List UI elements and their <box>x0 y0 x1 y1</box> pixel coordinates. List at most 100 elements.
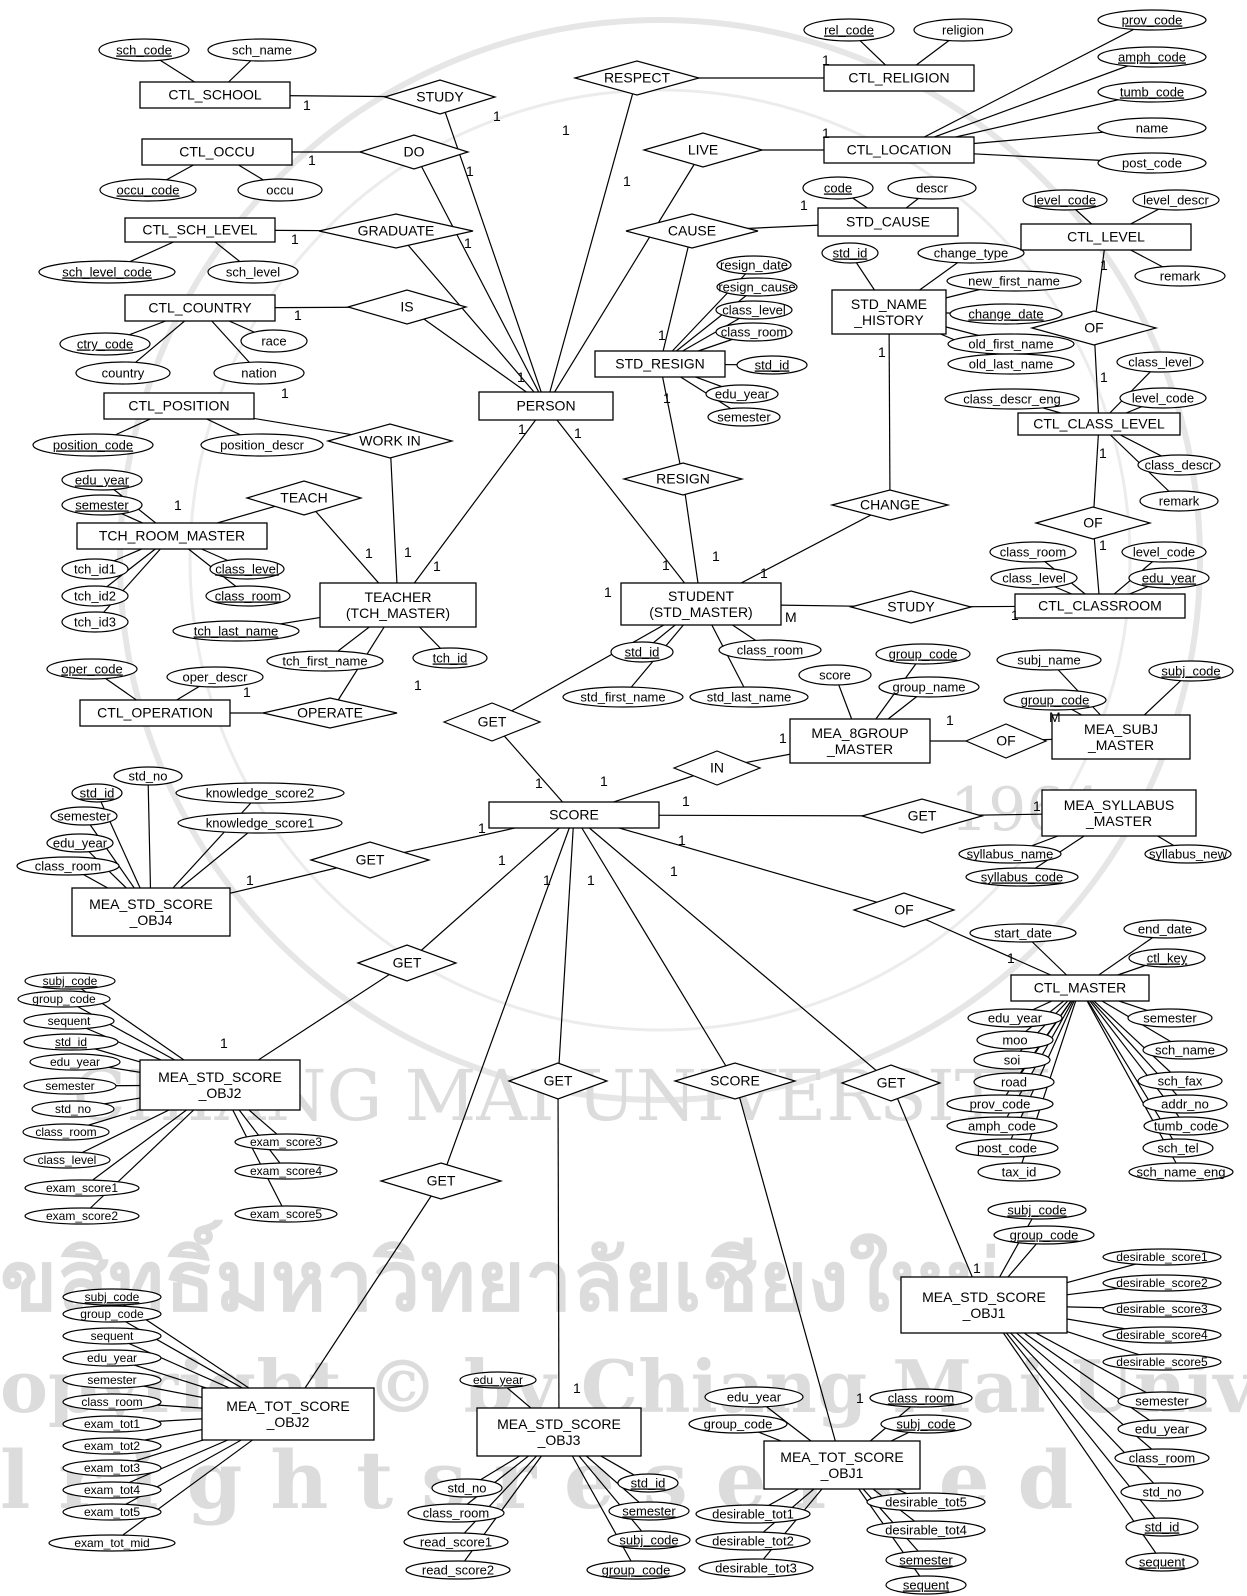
attribute-oval <box>990 567 1078 589</box>
attribute-oval <box>31 1100 115 1118</box>
attribute-label: std_id <box>755 357 790 372</box>
attribute-semester: semester <box>50 806 118 826</box>
attribute-subj-code: subj_code <box>880 1414 972 1434</box>
relationship-diamond <box>378 1162 504 1200</box>
attribute-oval <box>989 541 1077 563</box>
relationship-label: GET <box>427 1173 456 1189</box>
attribute-label: group_code <box>1010 1227 1079 1242</box>
attribute-oval <box>62 1437 162 1455</box>
attribute-tch-id2: tch_id2 <box>61 585 129 607</box>
entity-label: CTL_COUNTRY <box>148 300 252 316</box>
attribute-road: road <box>973 1072 1055 1092</box>
attribute-oval <box>1102 1300 1222 1318</box>
attribute-oval <box>704 1386 804 1408</box>
relationship-diamond <box>859 798 985 834</box>
attribute-label: exam_score2 <box>46 1209 118 1223</box>
attribute-label: tax_id <box>1002 1164 1037 1179</box>
relationship-label: OF <box>894 902 913 918</box>
connector-score-of-ctl <box>573 814 905 911</box>
cardinality-one: 1 <box>543 872 551 888</box>
entity-label: SCORE <box>549 807 599 823</box>
attribute-ctl-key: ctl_key <box>1128 948 1206 968</box>
attribute-edu-year: edu_year <box>459 1371 537 1389</box>
attribute-oval <box>1123 919 1207 939</box>
relationship-graduate: GRADUATE <box>318 213 474 249</box>
attribute-edu-year: edu_year <box>29 1053 121 1071</box>
relationship-label: GRADUATE <box>358 223 435 239</box>
entity-label: CTL_SCH_LEVEL <box>142 222 257 238</box>
relationship-diamond <box>964 723 1048 759</box>
cardinality-many: M <box>1049 709 1061 725</box>
attribute-oval <box>62 1305 162 1323</box>
attribute-oval <box>23 1012 115 1030</box>
attribute-oval <box>75 361 171 385</box>
attribute-oval <box>875 643 971 665</box>
relationship-diamond <box>840 1064 942 1102</box>
cardinality-one: 1 <box>822 52 830 68</box>
attribute-label: desirable_score4 <box>1116 1328 1208 1342</box>
attribute-oval <box>705 384 779 404</box>
attribute-label: semester <box>45 1079 94 1093</box>
attribute-class-room: class_room <box>62 1393 162 1411</box>
connector-cause-std-resign <box>659 230 693 365</box>
entity-mea-syllabus-master: MEA_SYLLABUS_MASTER <box>1041 789 1197 837</box>
attribute-oval <box>1128 567 1210 589</box>
attribute-oval <box>878 676 980 698</box>
attribute-oval <box>715 300 793 320</box>
relationship-diamond <box>358 134 470 170</box>
connector-live-person <box>545 149 704 407</box>
cardinality-one: 1 <box>1100 257 1108 273</box>
attribute-label: std_no <box>447 1480 486 1495</box>
attribute-oval <box>955 1138 1059 1158</box>
attribute-std-id: std_id <box>617 1473 679 1493</box>
entity-ctl-occu: CTL_OCCU <box>141 138 293 166</box>
attribute-exam-score4: exam_score4 <box>234 1162 338 1180</box>
entity-tch-room-master: TCH_ROOM_MASTER <box>76 522 268 550</box>
attribute-oval <box>407 1503 505 1523</box>
cardinality-one: 1 <box>878 344 886 360</box>
attribute-desirable-tot2: desirable_tot2 <box>695 1531 811 1551</box>
attribute-label: knowledge_score2 <box>206 785 314 800</box>
attribute-oval <box>716 255 792 275</box>
relationship-study: STUDY <box>848 590 974 624</box>
attribute-label: sch_name_eng <box>1137 1164 1226 1179</box>
relationship-live: LIVE <box>641 132 765 168</box>
attribute-oval <box>99 178 197 202</box>
relationship-label: STUDY <box>887 599 935 615</box>
attribute-label: sequent <box>48 1014 91 1028</box>
attribute-oval <box>29 1053 121 1071</box>
attribute-label: tch_last_name <box>194 623 279 638</box>
attribute-level-descr: level_descr <box>1132 189 1220 211</box>
relationship-get: GET <box>859 798 985 834</box>
cardinality-one: 1 <box>678 832 686 848</box>
attribute-label: sch_code <box>116 42 172 57</box>
attribute-label: class_descr <box>1145 457 1214 472</box>
attribute-label: subj_code <box>619 1532 678 1547</box>
attribute-label: edu_year <box>1135 1421 1190 1436</box>
attribute-label: std_id <box>833 245 868 260</box>
entity-box <box>1010 974 1150 1002</box>
cardinality-one: 1 <box>623 173 631 189</box>
attribute-oval <box>1128 948 1206 968</box>
attribute-label: sch_name <box>1155 1042 1215 1057</box>
entity-label: CTL_POSITION <box>128 398 229 414</box>
attribute-oval <box>967 1008 1063 1028</box>
attribute-exam-score1: exam_score1 <box>24 1179 140 1197</box>
entity-box <box>478 391 614 421</box>
attribute-amph-code: amph_code <box>946 1116 1058 1136</box>
attribute-label: class_room <box>1000 544 1066 559</box>
attribute-edu-year: edu_year <box>1128 567 1210 589</box>
attribute-label: occu <box>266 182 293 197</box>
relationship-get: GET <box>442 702 542 742</box>
entity-label: CTL_CLASS_LEVEL <box>1033 416 1165 432</box>
attribute-oval <box>23 1151 111 1169</box>
attribute-soi: soi <box>973 1050 1051 1070</box>
attribute-class-level: class_level <box>23 1151 111 1169</box>
attribute-oval <box>1137 1071 1223 1091</box>
attribute-remark: remark <box>1134 265 1226 287</box>
attribute-oval <box>689 686 809 708</box>
entity-label: MEA_STD_SCORE_OBJ2 <box>158 1069 282 1101</box>
attribute-label: desirable_tot3 <box>715 1560 797 1575</box>
cardinality-one: 1 <box>946 712 954 728</box>
cardinality-one: 1 <box>573 1380 581 1396</box>
